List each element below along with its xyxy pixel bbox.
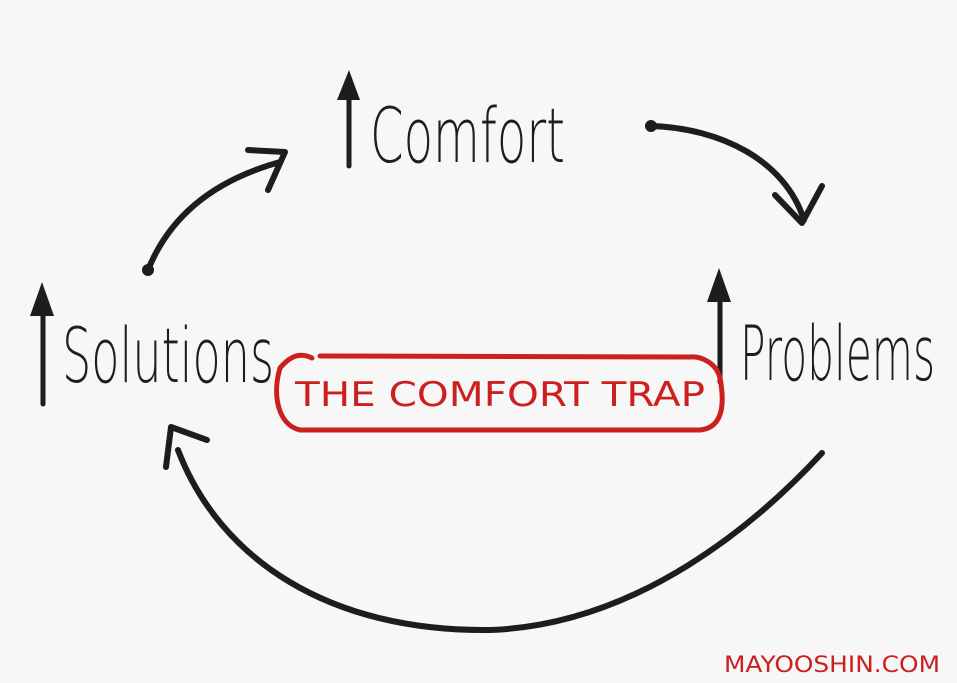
arrow-solutions-to-comfort xyxy=(142,147,288,276)
node-comfort: Comfort xyxy=(337,70,565,180)
cycle-arrow-icon xyxy=(772,183,825,226)
up-arrow-head-icon xyxy=(707,268,731,302)
cycle-arrow-icon xyxy=(163,424,210,470)
center-label-text: THE COMFORT TRAP xyxy=(294,375,705,415)
comfort-label: Comfort xyxy=(370,91,565,180)
cycle-arrow-icon xyxy=(245,147,288,193)
up-arrow-head-icon xyxy=(30,282,54,316)
up-arrow-head-icon xyxy=(337,70,360,100)
center-label-badge: THE COMFORT TRAP xyxy=(274,352,725,433)
arrow-problems-to-solutions xyxy=(163,424,825,634)
node-solutions: Solutions xyxy=(30,282,274,407)
arrow-comfort-to-problems xyxy=(645,120,825,226)
solutions-label: Solutions xyxy=(62,311,274,400)
watermark: MAYOOSHIN.COM xyxy=(724,653,940,678)
problems-label: Problems xyxy=(740,309,935,398)
node-problems: Problems xyxy=(707,268,935,398)
